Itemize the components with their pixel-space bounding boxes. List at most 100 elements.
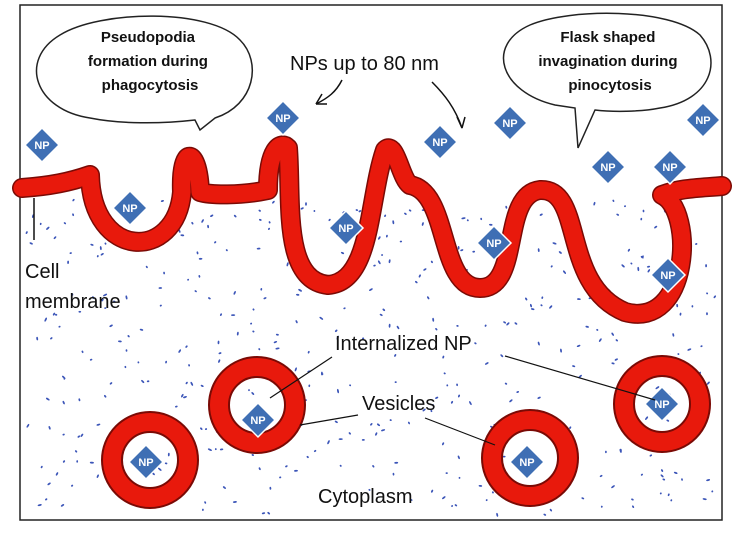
- cytoplasm-dot: [137, 361, 140, 364]
- internalized-np-label: Internalized NP: [335, 333, 472, 355]
- cytoplasm-dot: [612, 199, 615, 202]
- cytoplasm-dot: [576, 344, 581, 347]
- cytoplasm-dot: [349, 384, 352, 387]
- cytoplasm-dot: [666, 419, 670, 422]
- cytoplasm-dot: [62, 460, 66, 463]
- nanoparticle: NP: [127, 443, 165, 481]
- cytoplasm-dot: [118, 340, 122, 343]
- cytoplasm-dot: [541, 296, 544, 299]
- cytoplasm-dot: [219, 448, 224, 451]
- cytoplasm-dot: [505, 205, 508, 209]
- cell-membrane-label: Cell membrane: [25, 261, 121, 313]
- cytoplasm-dot: [204, 428, 208, 431]
- phagocytosis-line-3: phagocytosis: [102, 77, 199, 94]
- cytoplasm-dot: [267, 511, 271, 515]
- cytoplasm-dot: [423, 268, 427, 271]
- cytoplasm-dot: [45, 498, 48, 501]
- nanoparticle-label: NP: [600, 162, 615, 174]
- cytoplasm-dot: [104, 307, 107, 310]
- cytoplasm-dot: [279, 476, 282, 479]
- cytoplasm-dot: [659, 492, 662, 495]
- cytoplasm-dot: [233, 214, 237, 218]
- cytoplasm-dot: [187, 278, 190, 281]
- cytoplasm-dot: [348, 432, 351, 435]
- cell-membrane: [13, 137, 731, 323]
- cytoplasm-dot: [194, 290, 197, 293]
- cytoplasm-dot: [537, 396, 541, 399]
- cytoplasm-dot: [596, 328, 599, 331]
- cytoplasm-dot: [661, 469, 664, 472]
- cytoplasm-dot: [180, 234, 185, 237]
- cytoplasm-dot: [456, 324, 459, 327]
- cytoplasm-dot: [307, 350, 310, 354]
- cytoplasm-dot: [422, 408, 426, 412]
- cytoplasm-dot: [404, 212, 407, 215]
- nanoparticle-label: NP: [138, 457, 153, 469]
- phagocytosis-line-2: formation during: [88, 53, 208, 70]
- cytoplasm-dot: [474, 342, 477, 345]
- cytoplasm-dot: [201, 508, 204, 511]
- cytoplasm-dot: [358, 210, 362, 213]
- cytoplasm-dot: [72, 213, 75, 217]
- cytoplasm-dot: [539, 213, 543, 216]
- cytoplasm-dot: [549, 305, 553, 309]
- cytoplasm-dot: [706, 381, 710, 385]
- cytoplasm-dot: [472, 250, 476, 253]
- cytoplasm-dot: [611, 485, 615, 489]
- cytoplasm-dot: [231, 314, 236, 317]
- cytoplasm-dot: [25, 231, 28, 235]
- cytoplasm-dot: [343, 307, 346, 310]
- cytoplasm-dot: [649, 454, 653, 457]
- cytoplasm-dot: [96, 423, 101, 426]
- cytoplasm-dot: [125, 295, 128, 300]
- cytoplasm-dot: [99, 246, 102, 251]
- cytoplasm-dot: [598, 338, 602, 342]
- cytoplasm-dot: [375, 432, 378, 436]
- cytoplasm-dot: [506, 322, 510, 326]
- cytoplasm-dot: [578, 374, 582, 378]
- pinocytosis-line-1: Flask shaped: [560, 29, 655, 46]
- cytoplasm-dot: [491, 491, 494, 494]
- cytoplasm-dot: [569, 426, 572, 429]
- cytoplasm-dot: [442, 355, 445, 359]
- pinocytosis-line-3: pinocytosis: [568, 77, 651, 94]
- cytoplasm-dot: [251, 454, 255, 456]
- cytoplasm-dot: [611, 362, 615, 365]
- cytoplasm-dot: [445, 472, 448, 475]
- svg-text:Flask shaped invaginatio: Flask shaped invagination during pinocyt…: [538, 29, 681, 94]
- cytoplasm-dot: [159, 304, 162, 307]
- cytoplasm-dot: [340, 251, 345, 255]
- cytoplasm-dot: [382, 308, 386, 312]
- vesicles-leader-left: [299, 414, 359, 426]
- cytoplasm-dot: [427, 296, 430, 300]
- cytoplasm-dot: [48, 425, 51, 430]
- cytoplasm-dot: [394, 381, 397, 384]
- cytoplasm-dot: [275, 347, 280, 350]
- cytoplasm-dot: [275, 333, 279, 336]
- cytoplasm-dot: [127, 335, 130, 338]
- cytoplasm-dot: [392, 472, 395, 476]
- cytoplasm-dot: [46, 226, 50, 230]
- cytoplasm-dot: [305, 202, 307, 206]
- cytoplasm-dot: [394, 461, 399, 464]
- cytoplasm-dot: [478, 484, 483, 487]
- cytoplasm-dot: [450, 400, 454, 404]
- np-size-arrow-right: [431, 81, 466, 129]
- cytoplasm-dot: [334, 329, 338, 333]
- cytoplasm-dot: [563, 270, 566, 274]
- cytoplasm-dot: [667, 493, 670, 497]
- cytoplasm-dot: [679, 312, 682, 316]
- cytoplasm-dot: [52, 312, 56, 316]
- cytoplasm-dot: [183, 396, 187, 399]
- cytoplasm-dot: [163, 271, 166, 275]
- nanoparticle: NP: [684, 101, 722, 139]
- cytoplasm-dot: [394, 354, 397, 357]
- cytoplasm-dot: [248, 389, 250, 392]
- cytoplasm-dot: [466, 219, 469, 222]
- cytoplasm-dot: [430, 260, 433, 264]
- cytoplasm-dot: [145, 265, 148, 269]
- cytoplasm-dot: [89, 358, 93, 361]
- cytoplasm-dot: [217, 340, 220, 345]
- cytoplasm-dot: [385, 234, 388, 238]
- cytoplasm-dot: [460, 249, 464, 252]
